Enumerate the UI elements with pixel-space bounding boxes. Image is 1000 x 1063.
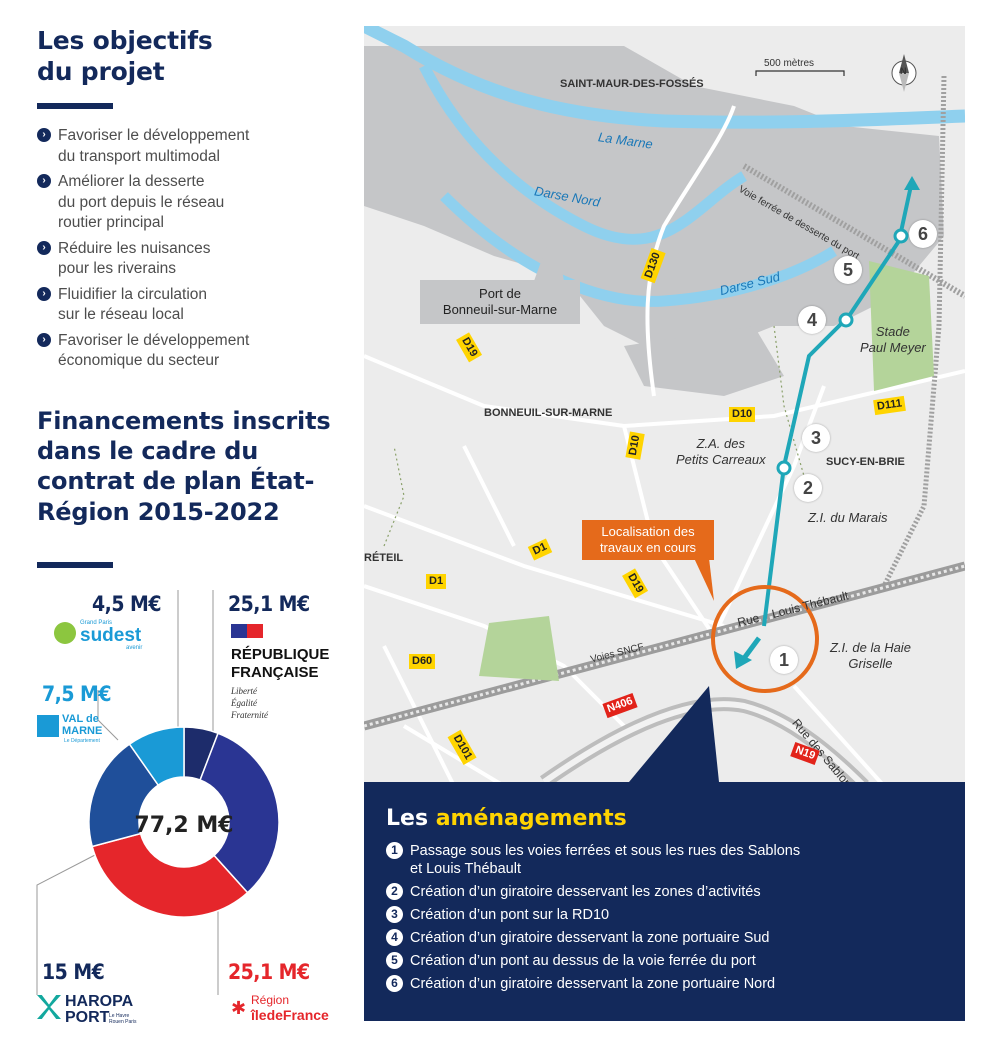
- chevron-right-icon: ›: [37, 174, 51, 188]
- sudest-logo-icon: [54, 622, 76, 644]
- objective-item: ›Fluidifier la circulation sur le réseau…: [37, 285, 337, 326]
- left-column: Les objectifs du projet ›Favoriser le dé…: [0, 0, 350, 1063]
- chevron-right-icon: ›: [37, 286, 51, 301]
- marker-6: 6: [909, 220, 937, 248]
- number-badge: 5: [386, 952, 403, 969]
- road-d60: D60: [409, 654, 436, 669]
- number-badge: 2: [386, 883, 403, 900]
- chevron-right-icon: ›: [37, 128, 51, 142]
- donut-slice-rf: [199, 732, 280, 894]
- amount-sudest: 4,5 M€: [92, 592, 162, 616]
- haropa-port-logo: HAROPA PORT Le Havre Rouen Paris: [37, 993, 147, 1027]
- road-d10: D10: [729, 407, 756, 422]
- val-de-marne-logo: VAL de MARNE Le Département: [37, 713, 117, 744]
- marker-3: 3: [802, 424, 830, 452]
- objective-item: ›Réduire les nuisances pour les riverain…: [37, 239, 337, 280]
- north-arrow-icon: N: [900, 66, 907, 76]
- star-icon: ✱: [231, 998, 247, 1018]
- funding-title: Financements inscrits dans le cadre du c…: [37, 407, 331, 526]
- marker-4: 4: [798, 306, 826, 334]
- val-de-marne-icon: [37, 715, 59, 737]
- donut-slice-idf: [91, 832, 249, 918]
- title-underline: [37, 103, 113, 109]
- marker-1: 1: [770, 646, 798, 674]
- objective-item: ›Favoriser le développement du transport…: [37, 126, 337, 167]
- amount-idf: 25,1 M€: [228, 960, 310, 984]
- label-bonneuil: BONNEUIL-SUR-MARNE: [484, 407, 613, 419]
- marker-5: 5: [834, 256, 862, 284]
- number-badge: 3: [386, 906, 403, 923]
- objective-item: ›Favoriser le développement économique d…: [37, 331, 337, 372]
- label-sucy: SUCY-EN-BRIE: [826, 456, 905, 468]
- amount-haropa: 15 M€: [42, 960, 105, 984]
- chevron-right-icon: ›: [37, 240, 51, 255]
- number-badge: 1: [386, 842, 403, 859]
- donut-slices: [88, 726, 280, 918]
- funding-underline: [37, 562, 113, 568]
- scale-label: 500 mètres: [764, 58, 815, 69]
- objectives-title-line1: Les objectifs: [37, 26, 213, 55]
- donut-slice-vdm: [128, 726, 185, 787]
- amount-rf: 25,1 M€: [228, 592, 310, 616]
- marker-2: 2: [794, 474, 822, 502]
- marianne-icon: [231, 624, 247, 638]
- number-badge: 6: [386, 975, 403, 992]
- sudest-logo: Grand Paris sudest avenir: [54, 620, 154, 651]
- amount-vdm: 7,5 M€: [42, 682, 112, 706]
- label-creteil: RÉTEIL: [364, 552, 404, 564]
- objectives-list: ›Favoriser le développement du transport…: [37, 126, 337, 377]
- objectives-title: Les objectifs du projet: [37, 26, 213, 87]
- leader-lines: [36, 590, 219, 995]
- objective-item: ›Améliorer la desserte du port depuis le…: [37, 172, 337, 234]
- objectives-title-line2: du projet: [37, 56, 165, 86]
- label-saint-maur: SAINT-MAUR-DES-FOSSÉS: [560, 78, 704, 90]
- road-d1-west: D1: [426, 574, 447, 589]
- leader-line-vdm: [97, 690, 119, 741]
- donut-total: 77,2 M€: [134, 813, 233, 838]
- funding-donut-chart: 77,2 M€: [36, 590, 280, 995]
- donut-slice-haropa: [88, 743, 160, 848]
- ile-de-france-logo: ✱ Région îledeFrance: [231, 993, 329, 1023]
- leader-line-haropa: [36, 854, 96, 995]
- number-badge: 4: [386, 929, 403, 946]
- republique-francaise-logo: RÉPUBLIQUE FRANÇAISE Liberté Égalité Fra…: [231, 624, 351, 724]
- label-zi-marais: Z.I. du Marais: [808, 510, 888, 525]
- haropa-icon: [37, 995, 61, 1019]
- chevron-right-icon: ›: [37, 332, 51, 347]
- amenagements-title: Les aménagements: [386, 806, 627, 831]
